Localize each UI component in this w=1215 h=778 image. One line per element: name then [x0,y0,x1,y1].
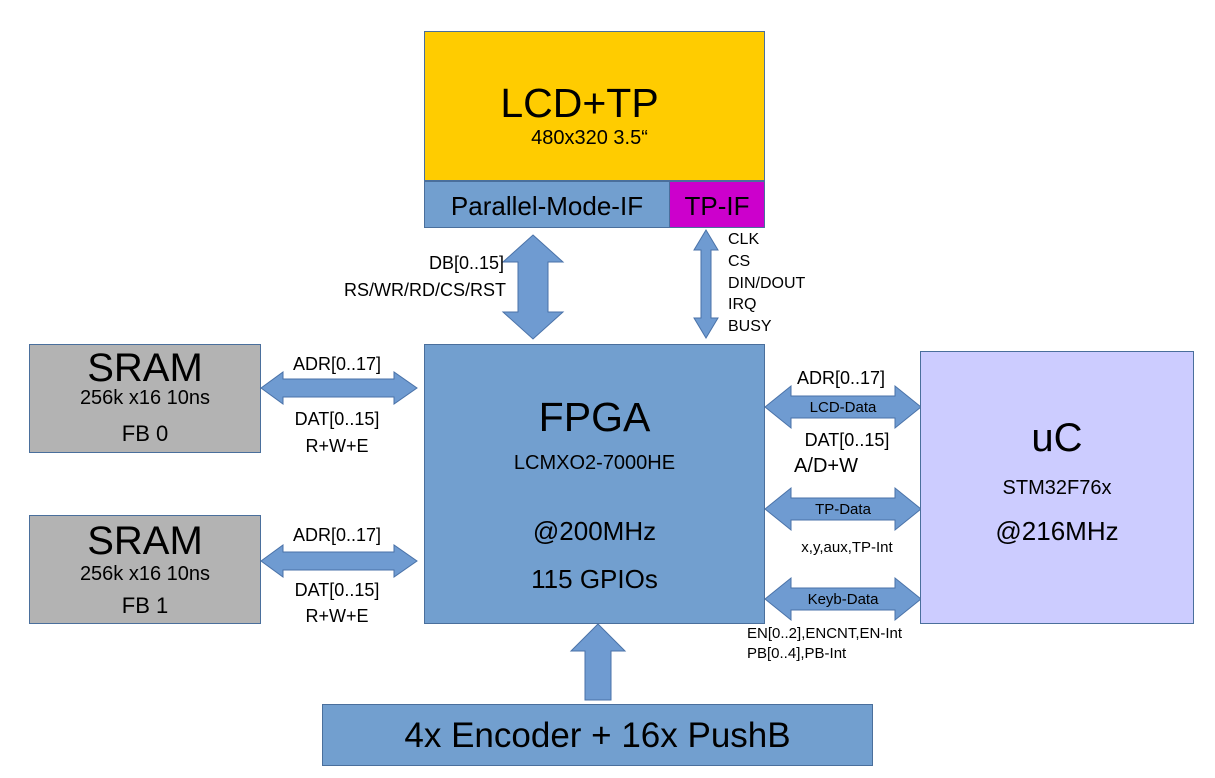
sram0-dat-label: DAT[0..15] [294,409,380,429]
tp-if-block: TP-IF [669,181,765,228]
lcd-data-adr-label: ADR[0..17] [796,368,886,388]
sram0-bus-arrow [260,371,418,405]
uc-part: STM32F76x [1002,477,1112,499]
tp-data-label: TP-Data [815,501,871,518]
fpga-block: FPGA LCMXO2-7000HE @200MHz 115 GPIOs [424,344,765,624]
lcd-data-dat-label: DAT[0..15] [804,430,890,450]
uc-block: uC STM32F76x @216MHz [920,351,1194,624]
sram0-spec: 256k x16 10ns [79,387,211,409]
lcd-data-label: LCD-Data [809,399,877,416]
lcd-data-ctl-label: A/D+W [794,455,858,477]
encoder-fpga-arrow [569,623,627,701]
sram1-adr-label: ADR[0..17] [292,525,382,545]
uc-clock: @216MHz [995,516,1119,546]
tp-signal-clk: CLK [728,231,760,248]
sram1-bus-arrow [260,544,418,578]
tp-data-sub-label: x,y,aux,TP-Int [801,539,893,556]
lcd-tp-block: LCD+TP 480x320 3.5“ [424,31,765,181]
parallel-mode-if-block: Parallel-Mode-IF [424,181,670,228]
tp-signal-cs: CS [728,253,751,270]
sram1-spec: 256k x16 10ns [79,563,211,585]
tp-if-label: TP-IF [684,191,750,221]
sram0-block: SRAM 256k x16 10ns FB 0 [29,344,261,453]
keyb-data-sub2-label: PB[0..4],PB-Int [747,645,847,662]
lcd-title: LCD+TP [500,80,659,126]
sram1-ctl-label: R+W+E [305,606,369,626]
sram1-title: SRAM [87,519,203,563]
sram0-name: FB 0 [121,421,169,446]
tp-signal-irq: IRQ [728,296,757,313]
encoder-label: 4x Encoder + 16x PushB [404,716,791,755]
sram0-title: SRAM [87,346,203,390]
lcd-ctrl-label: RS/WR/RD/CS/RST [344,280,506,300]
sram1-dat-label: DAT[0..15] [294,580,380,600]
encoder-block: 4x Encoder + 16x PushB [322,704,873,766]
fpga-gpios: 115 GPIOs [531,564,658,594]
keyb-data-label: Keyb-Data [807,591,879,608]
tp-signal-din-dout: DIN/DOUT [728,275,806,292]
sram0-adr-label: ADR[0..17] [292,354,382,374]
sram0-ctl-label: R+W+E [305,436,369,456]
lcd-fpga-bus-arrow [501,234,565,340]
uc-title: uC [1031,416,1083,460]
tp-signal-busy: BUSY [728,318,772,335]
lcd-subtitle: 480x320 3.5“ [531,127,648,149]
sram1-block: SRAM 256k x16 10ns FB 1 [29,515,261,624]
keyb-data-sub1-label: EN[0..2],ENCNT,EN-Int [747,625,903,642]
fpga-title: FPGA [538,394,651,440]
tp-bus-arrow [693,229,719,339]
sram1-name: FB 1 [121,593,169,618]
fpga-clock: @200MHz [532,516,657,546]
parallel-mode-if-label: Parallel-Mode-IF [450,191,644,221]
fpga-part: LCMXO2-7000HE [513,452,676,474]
lcd-db-label: DB[0..15] [428,253,504,273]
